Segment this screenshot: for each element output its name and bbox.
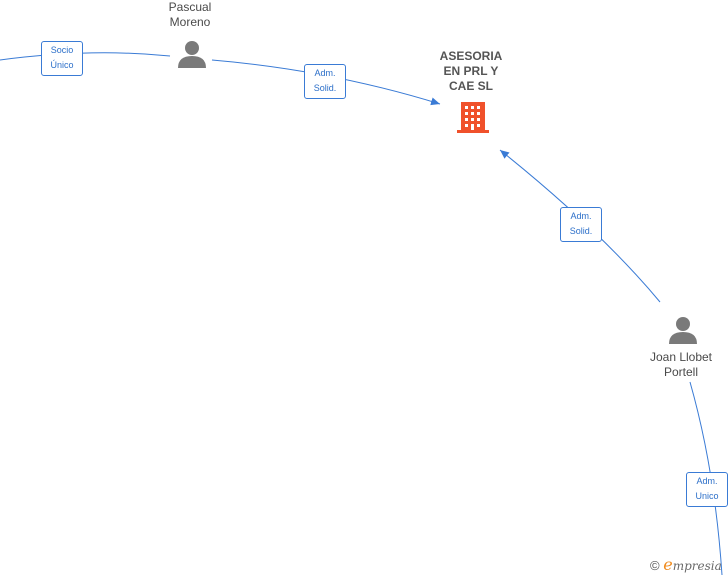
- edge-label-line: Solid.: [569, 226, 593, 236]
- company-name[interactable]: ASESORIA EN PRL Y CAE SL: [423, 49, 519, 94]
- person-name-line: Pascual: [168, 0, 212, 14]
- person-icon-joan[interactable]: [669, 317, 697, 344]
- brand-logo-text: mpresia: [672, 559, 722, 573]
- company-name-line: CAE SL: [448, 79, 493, 93]
- edge-label-adm-unico[interactable]: Adm. Unico: [686, 472, 728, 507]
- brand-logo-e: e: [663, 555, 673, 574]
- person-name-joan[interactable]: Joan Llobet Portell: [638, 350, 724, 380]
- person-name-line: Joan Llobet: [649, 350, 713, 364]
- copyright-symbol: ©: [650, 558, 660, 573]
- company-name-line: EN PRL Y: [443, 64, 499, 78]
- edge-label-line: Adm.: [314, 68, 336, 78]
- person-icon-pascual[interactable]: [178, 41, 206, 68]
- company-name-line: ASESORIA: [439, 49, 503, 63]
- person-name-line: Portell: [663, 365, 698, 379]
- edge-label-line: Unico: [695, 491, 719, 501]
- person-name-line: Moreno: [169, 15, 211, 29]
- edge-label-line: Socio: [50, 45, 74, 55]
- edge-label-line: Solid.: [313, 83, 337, 93]
- empresia-watermark: © empresia: [650, 555, 722, 574]
- edge-label-adm-solid-joan[interactable]: Adm. Solid.: [560, 207, 602, 242]
- edge-label-line: Adm.: [570, 211, 592, 221]
- edge-label-line: Único: [50, 60, 74, 70]
- edge-label-line: Adm.: [696, 476, 718, 486]
- person-name-pascual[interactable]: Pascual Moreno: [150, 0, 230, 30]
- edge-label-adm-solid-pascual[interactable]: Adm. Solid.: [304, 64, 346, 99]
- edge-line-socio-unico: [0, 52, 171, 61]
- edge-label-socio-unico[interactable]: Socio Único: [41, 41, 83, 76]
- company-building-icon[interactable]: [457, 102, 489, 133]
